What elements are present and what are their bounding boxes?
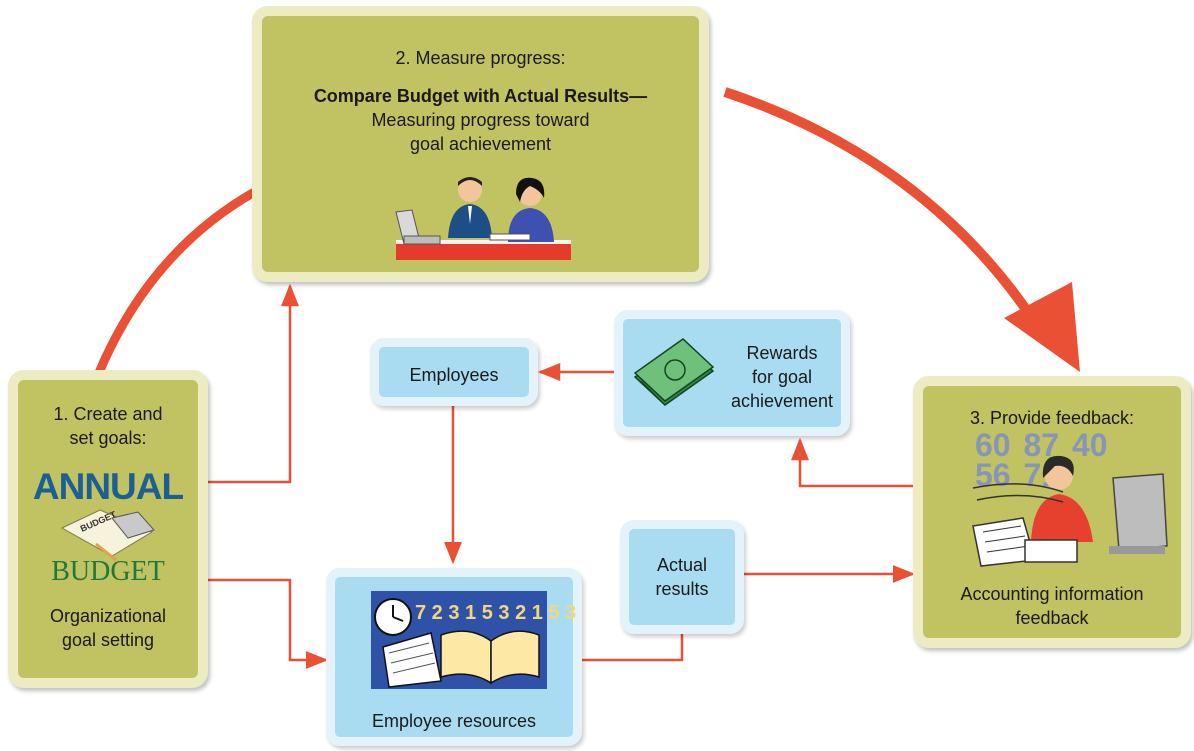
actual-results-box: Actual results (620, 520, 744, 634)
create-label1: Organizational (49, 606, 167, 626)
employee-resources-box: 7 2 3 1 5 3 2 1 5 3 Employee resources (326, 568, 582, 746)
budget-logo-text: BUDGET (51, 556, 165, 587)
resources-digits: 7 2 3 1 5 3 2 1 5 3 (415, 602, 576, 624)
money-stack-icon (633, 338, 715, 406)
cycle-arc-right (723, 87, 1045, 333)
arrow-feedback-to-rewards (791, 437, 914, 488)
arrow-goals-to-resources (207, 578, 329, 669)
feedback-label1: Accounting information (960, 584, 1144, 604)
employees-label: Employees (409, 365, 499, 385)
feedback-label2: feedback (1015, 608, 1089, 628)
create-goals-box: 1. Create and set goals: ANNUAL BUDGET B… (8, 370, 208, 688)
rewards-line3: achievement (730, 391, 834, 411)
clock-books-icon: 7 2 3 1 5 3 2 1 5 3 (371, 591, 576, 689)
actual-line1: Actual (656, 555, 708, 575)
create-label2: goal setting (61, 630, 155, 650)
resources-label: Employee resources (371, 711, 537, 731)
feedback-heading: 3. Provide feedback: (969, 408, 1135, 428)
measure-line2: goal achievement (409, 134, 552, 154)
create-line2: set goals: (69, 428, 147, 448)
rewards-line2: for goal (751, 367, 813, 387)
provide-feedback-box: 3. Provide feedback: 60 87 40 56 71 Acco… (913, 376, 1191, 648)
employees-box: Employees (370, 338, 538, 406)
rewards-line1: Rewards (746, 343, 818, 363)
meeting-people-icon (395, 177, 571, 260)
measure-heading: 2. Measure progress: (395, 48, 566, 68)
measure-progress-box: 2. Measure progress: Compare Budget with… (252, 6, 709, 282)
arrow-goals-to-measure (207, 283, 299, 484)
cycle-arrowhead (1004, 282, 1080, 372)
measure-line1: Measuring progress toward (371, 110, 590, 130)
rewards-box: Rewards for goal achievement (614, 310, 850, 436)
woman-computer-icon (972, 455, 1168, 567)
actual-line2: results (655, 579, 709, 599)
annual-logo-text: ANNUAL (32, 466, 184, 507)
budget-paper-icon: BUDGET (60, 509, 155, 562)
create-line1: 1. Create and (53, 404, 163, 424)
line-resources-to-actual (582, 633, 684, 662)
measure-subheading: Compare Budget with Actual Results— (313, 86, 648, 106)
cycle-arc-left (93, 185, 263, 380)
